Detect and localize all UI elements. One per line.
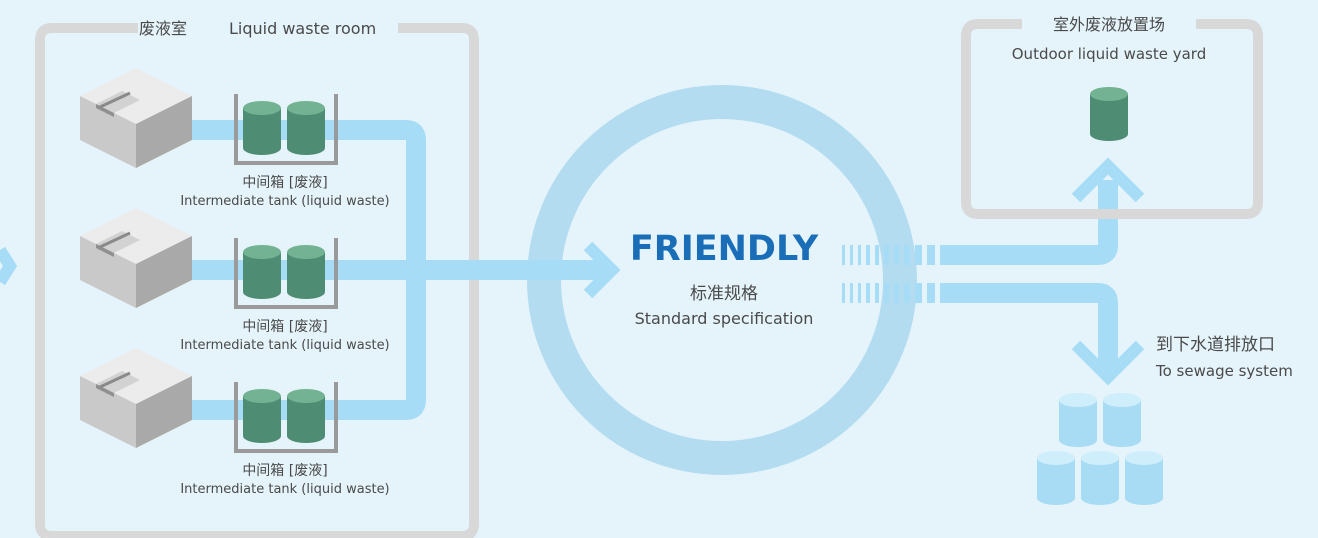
outdoor-yard-title-en: Outdoor liquid waste yard <box>1012 45 1206 63</box>
intermediate-tank <box>234 238 338 309</box>
outflow-pipes <box>940 180 1118 368</box>
sewage-drums <box>1037 393 1163 505</box>
analyzer-machine-icon <box>78 206 194 310</box>
waste-drum-icon <box>243 245 281 299</box>
waste-drum-icon <box>1125 451 1163 505</box>
center-subtitle-cn: 标准规格 <box>690 284 758 304</box>
waste-drum-icon <box>1081 451 1119 505</box>
outdoor-yard-frame <box>961 19 1263 219</box>
waste-drum-icon <box>1103 393 1141 447</box>
waste-drum-icon <box>287 101 325 155</box>
waste-drum-icon <box>287 389 325 443</box>
liquid-waste-room-title-cn: 废液室 <box>139 19 187 38</box>
sewage-label-cn: 到下水道排放口 <box>1156 335 1275 355</box>
waste-drum-icon <box>243 101 281 155</box>
sewage-label-en: To sewage system <box>1155 362 1293 380</box>
tank-label-en: Intermediate tank (liquid waste) <box>180 194 389 209</box>
tank-label-en: Intermediate tank (liquid waste) <box>180 482 389 497</box>
analyzer-machine-icon <box>78 66 194 170</box>
incoming-flow-arrow <box>0 246 18 286</box>
intermediate-tank <box>234 94 338 165</box>
brand-name: FRIENDLY <box>630 229 819 269</box>
flow-arrow-to-center <box>583 241 621 299</box>
outdoor-yard-title-cn: 室外废液放置场 <box>1053 15 1165 34</box>
waste-drum-icon <box>1037 451 1075 505</box>
outflow-dashes <box>842 245 935 303</box>
arrow-to-outdoor-yard <box>1071 157 1145 203</box>
waste-drum-icon <box>287 245 325 299</box>
waste-drum-icon <box>1090 87 1128 141</box>
intermediate-tank <box>234 382 338 453</box>
analyzer-machine-icon <box>78 346 194 450</box>
waste-drum-icon <box>1059 393 1097 447</box>
tank-label-cn: 中间箱 [废液] <box>242 175 327 191</box>
liquid-waste-room-title-en: Liquid waste room <box>229 19 376 38</box>
tank-label-cn: 中间箱 [废液] <box>242 463 327 479</box>
center-subtitle-en: Standard specification <box>635 309 814 328</box>
tank-label-en: Intermediate tank (liquid waste) <box>180 338 389 353</box>
waste-drum-icon <box>243 389 281 443</box>
liquid-waste-room-frame <box>35 23 479 538</box>
tank-label-cn: 中间箱 [废液] <box>242 319 327 335</box>
arrow-to-sewage <box>1071 340 1145 386</box>
